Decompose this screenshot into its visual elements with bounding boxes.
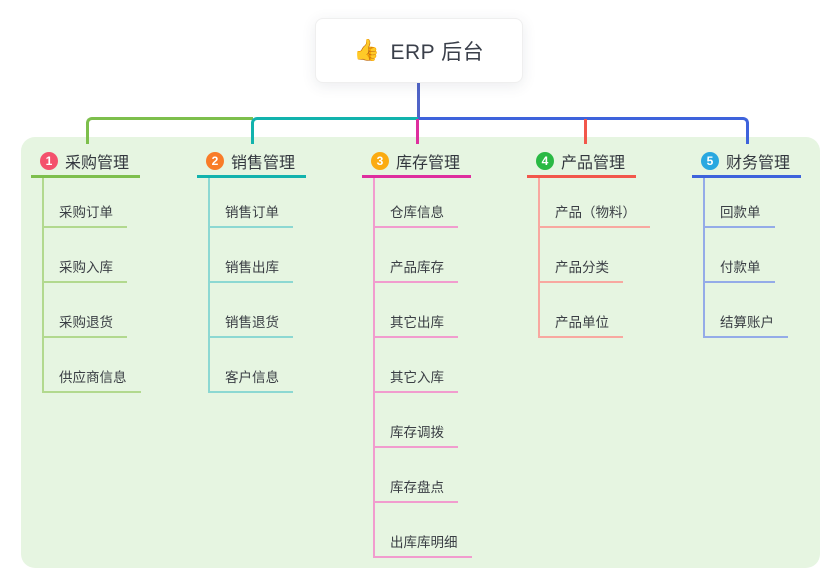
branch-number-badge: 2 <box>206 151 224 170</box>
child-node[interactable]: 库存盘点 <box>375 448 458 503</box>
branch-title-label: 库存管理 <box>396 154 461 172</box>
child-node[interactable]: 产品库存 <box>375 228 458 283</box>
branch-title[interactable]: 4 产品管理 <box>527 146 636 178</box>
child-node[interactable]: 客户信息 <box>210 338 293 393</box>
connector-branch5-elbow <box>418 117 749 144</box>
child-node[interactable]: 采购退货 <box>44 283 127 338</box>
connector-branch1-elbow <box>86 117 253 144</box>
child-node[interactable]: 回款单 <box>705 178 775 228</box>
branch-node: 1 采购管理 采购订单采购入库采购退货供应商信息 <box>31 146 181 393</box>
child-node[interactable]: 销售退货 <box>210 283 293 338</box>
connector-branch2-elbow <box>251 117 418 144</box>
child-node[interactable]: 仓库信息 <box>375 178 458 228</box>
child-node[interactable]: 产品（物料） <box>540 178 650 228</box>
child-node[interactable]: 出库库明细 <box>375 503 472 558</box>
child-node[interactable]: 销售出库 <box>210 228 293 283</box>
branch-number-badge: 3 <box>371 151 389 170</box>
branch-children: 采购订单采购入库采购退货供应商信息 <box>42 178 141 393</box>
child-node[interactable]: 其它入库 <box>375 338 458 393</box>
child-node[interactable]: 结算账户 <box>705 283 788 338</box>
connector-branch3-drop <box>416 119 419 144</box>
branch-title-label: 销售管理 <box>231 154 296 172</box>
child-node[interactable]: 采购订单 <box>44 178 127 228</box>
branches-background-panel <box>21 137 820 568</box>
child-node[interactable]: 供应商信息 <box>44 338 141 393</box>
branch-children: 仓库信息产品库存其它出库其它入库库存调拨库存盘点出库库明细 <box>373 178 472 558</box>
branch-node: 4 产品管理 产品（物料）产品分类产品单位 <box>527 146 677 338</box>
child-node[interactable]: 产品分类 <box>540 228 623 283</box>
root-node[interactable]: 👍 ERP 后台 <box>315 18 523 83</box>
branch-title[interactable]: 5 财务管理 <box>692 146 801 178</box>
child-node[interactable]: 库存调拨 <box>375 393 458 448</box>
branch-node: 3 库存管理 仓库信息产品库存其它出库其它入库库存调拨库存盘点出库库明细 <box>362 146 512 558</box>
child-node[interactable]: 采购入库 <box>44 228 127 283</box>
branch-number-badge: 4 <box>536 151 554 170</box>
branch-number-badge: 1 <box>40 151 58 170</box>
branch-children: 销售订单销售出库销售退货客户信息 <box>208 178 293 393</box>
child-node[interactable]: 付款单 <box>705 228 775 283</box>
root-connector-line <box>417 83 420 119</box>
branch-node: 5 财务管理 回款单付款单结算账户 <box>692 146 839 338</box>
branch-title[interactable]: 1 采购管理 <box>31 146 140 178</box>
root-node-label: ERP 后台 <box>390 40 485 64</box>
branch-title-label: 采购管理 <box>65 154 130 172</box>
thumbs-up-icon: 👍 <box>353 39 381 62</box>
branch-number-badge: 5 <box>701 151 719 170</box>
connector-branch4-drop <box>584 119 587 144</box>
branch-title-label: 财务管理 <box>726 154 791 172</box>
branch-children: 产品（物料）产品分类产品单位 <box>538 178 650 338</box>
child-node[interactable]: 其它出库 <box>375 283 458 338</box>
branch-children: 回款单付款单结算账户 <box>703 178 788 338</box>
branch-title[interactable]: 3 库存管理 <box>362 146 471 178</box>
branch-title-label: 产品管理 <box>561 154 626 172</box>
branch-title[interactable]: 2 销售管理 <box>197 146 306 178</box>
child-node[interactable]: 产品单位 <box>540 283 623 338</box>
branch-node: 2 销售管理 销售订单销售出库销售退货客户信息 <box>197 146 347 393</box>
child-node[interactable]: 销售订单 <box>210 178 293 228</box>
